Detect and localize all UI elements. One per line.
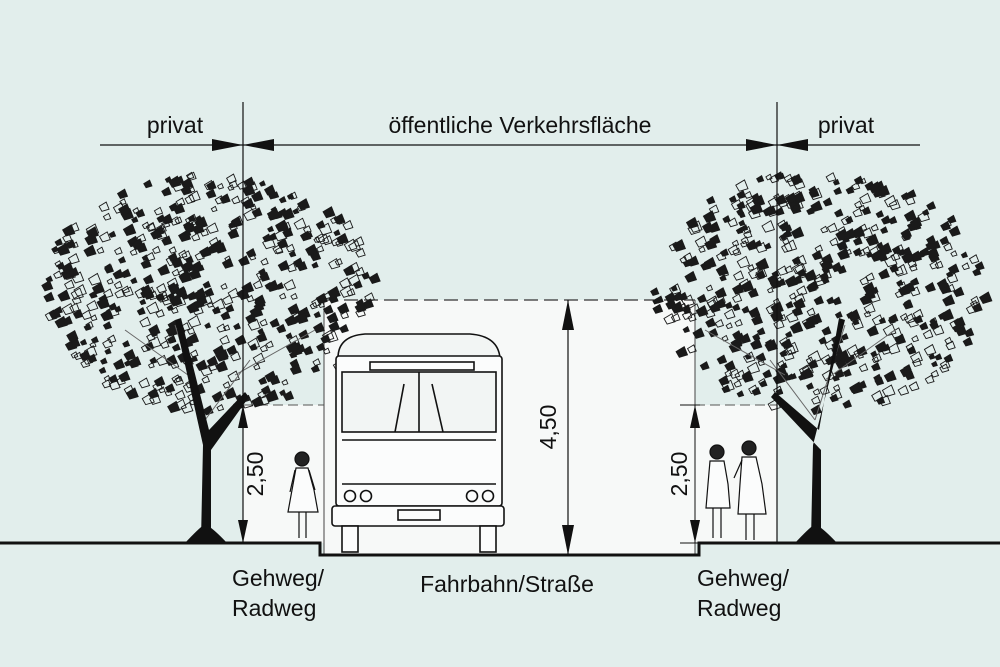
- label-public-space: öffentliche Verkehrsfläche: [389, 112, 652, 138]
- label-sidewalk-right-height: 2,50: [666, 452, 692, 497]
- label-sidewalk-left-height: 2,50: [242, 452, 268, 497]
- dimension-road-height: [556, 300, 580, 556]
- label-sidewalk-left-line2: Radweg: [232, 595, 316, 621]
- label-roadway: Fahrbahn/Straße: [420, 571, 594, 597]
- top-dimension-line: [100, 139, 920, 151]
- label-road-height: 4,50: [535, 405, 561, 450]
- pedestrians-talking-icon: [705, 440, 767, 540]
- ground-profile: [0, 541, 1000, 557]
- label-private-left: privat: [147, 112, 204, 138]
- tree-icon: [650, 171, 993, 543]
- bus-icon: [331, 333, 505, 553]
- tree-icon: [41, 171, 381, 543]
- pedestrian-icon: [287, 451, 319, 538]
- label-sidewalk-right-line1: Gehweg/: [697, 565, 790, 591]
- label-sidewalk-left-line1: Gehweg/: [232, 565, 325, 591]
- dimension-sidewalk-right-height: [680, 404, 700, 544]
- label-sidewalk-right-line2: Radweg: [697, 595, 781, 621]
- dimension-sidewalk-left-height: [238, 405, 248, 543]
- label-private-right: privat: [818, 112, 875, 138]
